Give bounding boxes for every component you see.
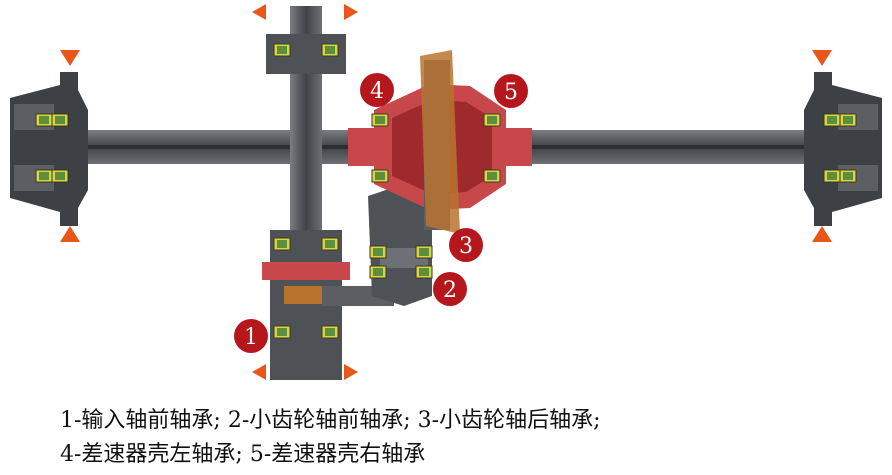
right-wheel-hub — [804, 72, 882, 226]
left-wheel-hub — [10, 72, 88, 226]
pointer-arrow-input-bottom-right — [344, 364, 358, 380]
svg-text:5: 5 — [504, 80, 518, 105]
pointer-arrow-input-top-left — [252, 4, 266, 20]
svg-text:1: 1 — [244, 325, 258, 350]
pointer-arrow-input-bottom-left — [252, 364, 266, 380]
caption-line-2: 4-差速器壳左轴承; 5-差速器壳右轴承 — [60, 442, 426, 467]
pointer-arrow-left-bottom — [60, 226, 80, 242]
svg-text:4: 4 — [370, 79, 384, 104]
svg-text:2: 2 — [443, 278, 457, 303]
marker-2: 2 — [433, 272, 467, 306]
svg-text:3: 3 — [459, 234, 473, 259]
differential-assembly — [348, 50, 532, 234]
input-shaft — [262, 6, 350, 380]
marker-1: 1 — [234, 319, 268, 353]
marker-3: 3 — [449, 228, 483, 262]
pointer-arrow-right-bottom — [812, 226, 832, 242]
caption-line-1: 1-输入轴前轴承; 2-小齿轮轴前轴承; 3-小齿轮轴后轴承; — [60, 408, 601, 433]
drivetrain-bearing-diagram: 1 2 3 4 5 — [10, 4, 882, 380]
pointer-arrow-right-top — [812, 50, 832, 66]
pointer-arrow-left-top — [60, 50, 80, 66]
marker-5: 5 — [494, 74, 528, 108]
marker-4: 4 — [360, 73, 394, 107]
pointer-arrow-input-top-right — [344, 4, 358, 20]
